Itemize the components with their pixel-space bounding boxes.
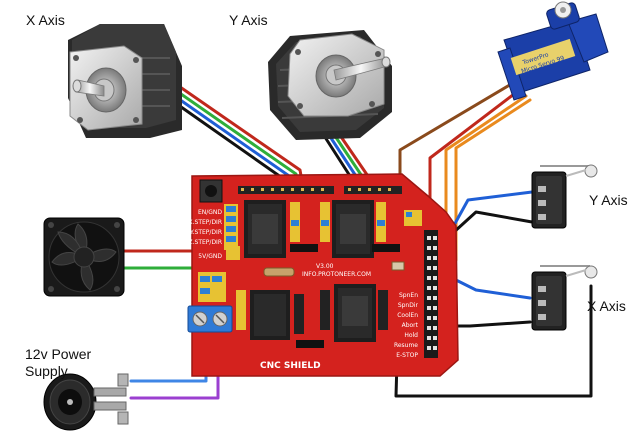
y-axis-switch-label: Y Axis xyxy=(589,192,628,208)
board-url-text: INFO.PROTONEER.COM xyxy=(302,271,371,278)
pin-label-spnen: SpnEn xyxy=(399,292,418,299)
servo-wire-orange xyxy=(444,94,528,250)
board-version-text: V3.00 xyxy=(316,263,334,270)
pin-label-resume: Resume xyxy=(394,342,418,349)
servo-icon: TowerPro Micro Servo 99 xyxy=(497,1,609,101)
pin-label-x-step-dir: X.STEP/DIR xyxy=(189,219,222,226)
x-axis-switch-label: X Axis xyxy=(587,298,626,314)
pin-label-spndir: SpnDir xyxy=(398,302,419,309)
pin-label-e-stop: E-STOP xyxy=(396,352,418,359)
pin-label-y-step-dir: Y.STEP/DIR xyxy=(189,229,222,236)
y-axis-limit-switch-icon xyxy=(531,164,598,229)
pin-label-coolen: CoolEn xyxy=(397,312,418,319)
x-axis-limit-switch-icon xyxy=(531,265,598,331)
y-axis-motor-label: Y Axis xyxy=(229,12,268,28)
pin-label-5v-gnd: 5V/GND xyxy=(198,253,222,260)
y-axis-stepper-motor-icon xyxy=(268,30,392,140)
cooling-fan-icon xyxy=(43,217,125,297)
pin-label-abort: Abort xyxy=(402,322,419,329)
servo-wire-orange-2 xyxy=(444,98,532,262)
dc-jack-icon xyxy=(43,373,129,431)
cnc-shield-board: EN/GND X.STEP/DIR Y.STEP/DIR Z.STEP/DIR … xyxy=(189,173,459,377)
terminal-block-icon xyxy=(187,305,233,333)
board-name-text: CNC SHIELD xyxy=(260,361,321,371)
power-supply-label: 12v Power Supply xyxy=(25,346,92,379)
x-axis-motor-label: X Axis xyxy=(26,12,65,28)
pin-label-hold: Hold xyxy=(404,332,418,339)
x-axis-stepper-motor-icon xyxy=(68,24,182,138)
pin-label-z-step-dir: Z.STEP/DIR xyxy=(189,239,222,246)
pin-label-en-gnd: EN/GND xyxy=(198,209,222,216)
